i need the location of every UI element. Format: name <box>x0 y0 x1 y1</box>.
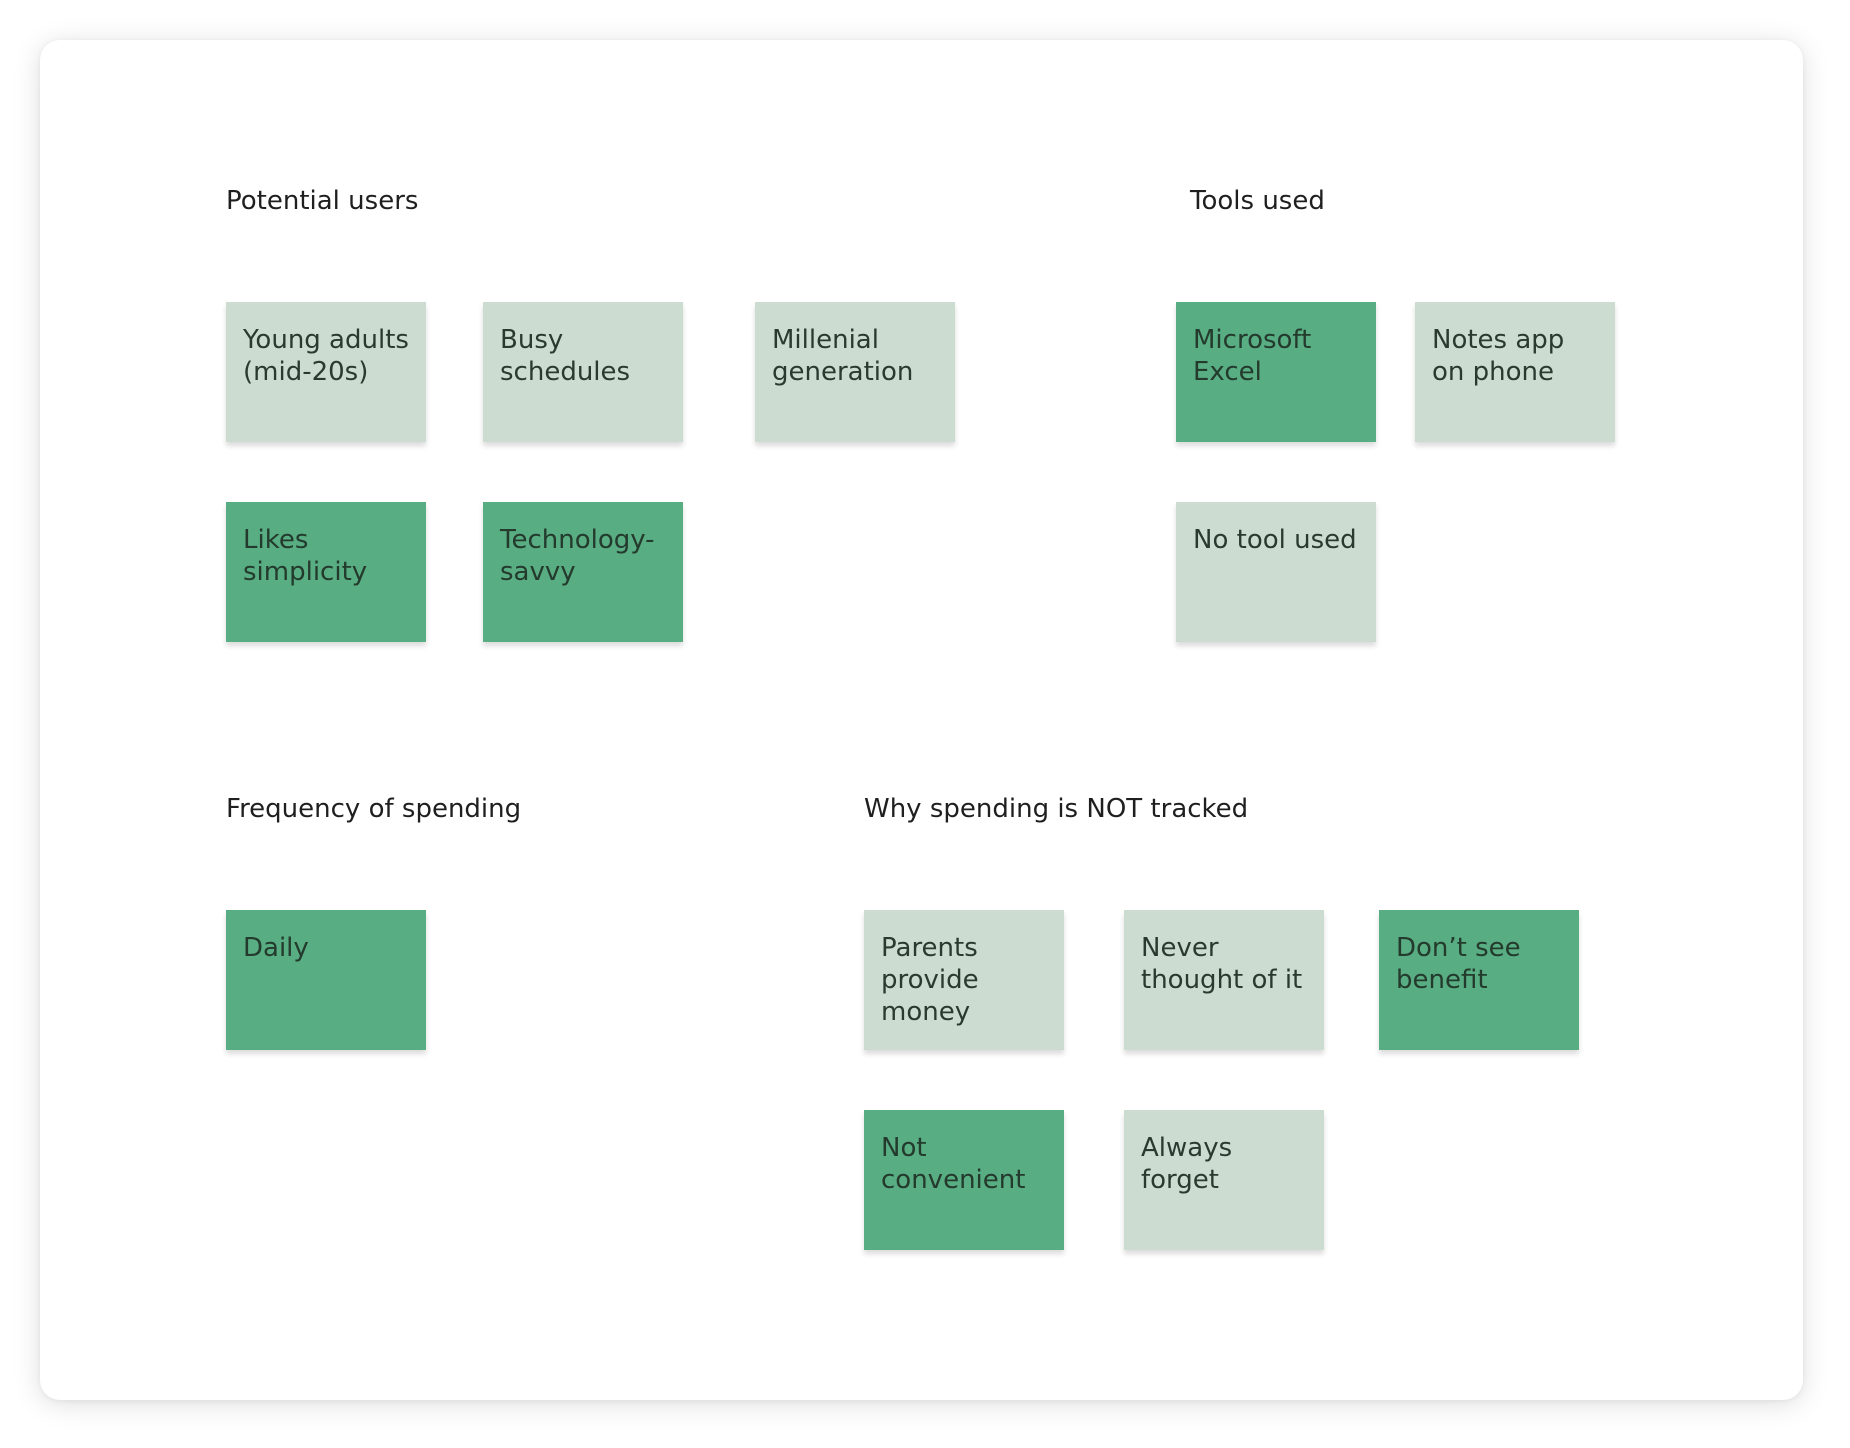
sticky-note-notes-app[interactable]: Notes app on phone <box>1415 302 1615 442</box>
sticky-note-dont-see-benefit[interactable]: Don’t see benefit <box>1379 910 1579 1050</box>
sticky-note-busy-schedules[interactable]: Busy schedules <box>483 302 683 442</box>
sticky-note-always-forget[interactable]: Always forget <box>1124 1110 1324 1250</box>
sticky-note-technology-savvy[interactable]: Technology-savvy <box>483 502 683 642</box>
affinity-board: Potential users Young adults (mid-20s) B… <box>40 40 1803 1400</box>
group-title-potential-users: Potential users <box>226 186 419 216</box>
sticky-note-no-tool-used[interactable]: No tool used <box>1176 502 1376 642</box>
group-title-tools-used: Tools used <box>1190 186 1325 216</box>
group-title-why-not-tracked: Why spending is NOT tracked <box>864 794 1249 824</box>
sticky-note-young-adults[interactable]: Young adults (mid-20s) <box>226 302 426 442</box>
sticky-note-millenial-generation[interactable]: Millenial generation <box>755 302 955 442</box>
sticky-note-not-convenient[interactable]: Not convenient <box>864 1110 1064 1250</box>
sticky-note-never-thought-of-it[interactable]: Never thought of it <box>1124 910 1324 1050</box>
sticky-note-daily[interactable]: Daily <box>226 910 426 1050</box>
sticky-note-microsoft-excel[interactable]: Microsoft Excel <box>1176 302 1376 442</box>
group-title-frequency-of-spending: Frequency of spending <box>226 794 522 824</box>
sticky-note-parents-provide-money[interactable]: Parents provide money <box>864 910 1064 1050</box>
sticky-note-likes-simplicity[interactable]: Likes simplicity <box>226 502 426 642</box>
